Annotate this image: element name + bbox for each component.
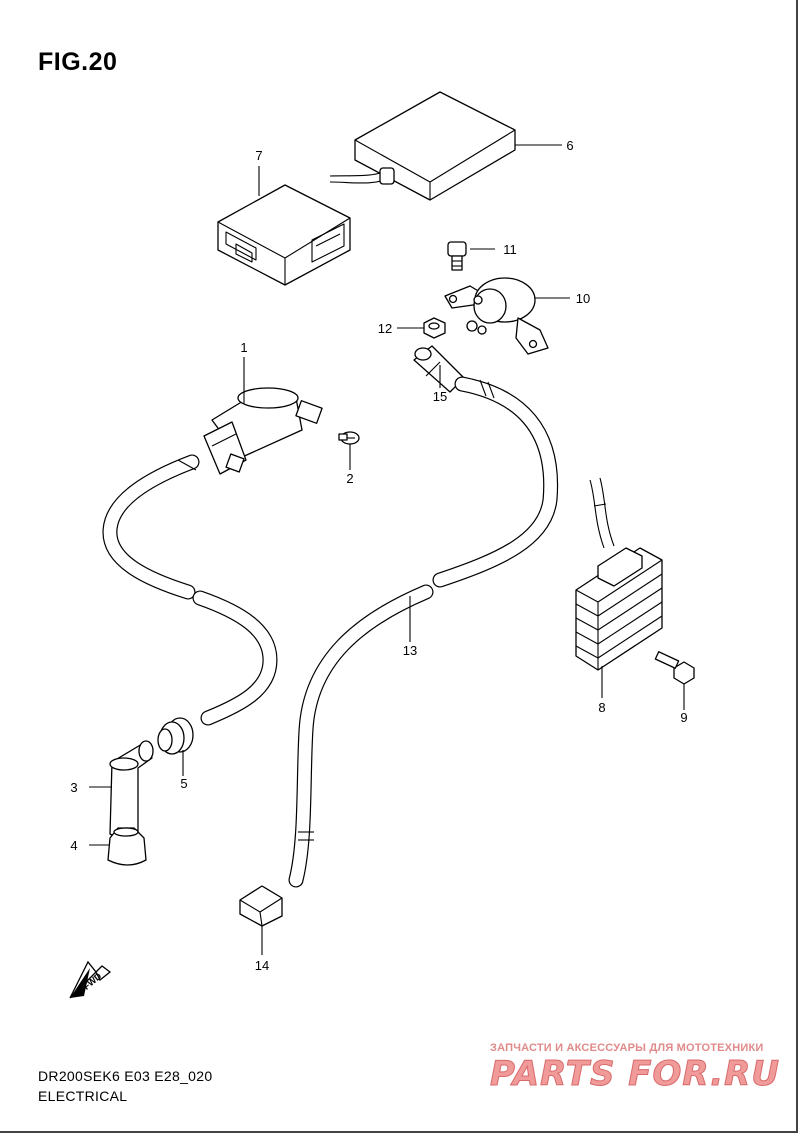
callout-12: 12 (378, 321, 392, 336)
callout-7: 7 (255, 148, 262, 163)
watermark-tagline: ЗАПЧАСТИ И АКСЕССУАРЫ ДЛЯ МОТОТЕХНИКИ (490, 1042, 764, 1054)
callout-13: 13 (403, 643, 417, 658)
callout-4: 4 (70, 838, 77, 853)
part-1-ignition-coil[interactable] (203, 387, 323, 475)
part-6-ecu[interactable] (329, 91, 516, 201)
part-2-screw[interactable] (338, 431, 360, 445)
part-3-spark-plug-cap[interactable] (109, 740, 154, 839)
callout-9: 9 (680, 710, 687, 725)
callout-3: 3 (70, 780, 77, 795)
part-10-starter-relay[interactable] (444, 277, 549, 355)
callout-11: 11 (503, 242, 517, 257)
callout-6: 6 (566, 138, 573, 153)
high-tension-lead[interactable] (102, 454, 278, 726)
leader-lines (89, 144, 685, 955)
callout-2: 2 (346, 471, 353, 486)
callout-labels: 1 2 3 4 5 6 7 8 9 10 11 12 13 14 15 (70, 138, 687, 973)
callout-10: 10 (576, 291, 590, 306)
callout-15: 15 (433, 389, 447, 404)
callout-1: 1 (240, 340, 247, 355)
figure-title: FIG.20 (38, 48, 118, 76)
part-13-wiring-harness[interactable] (288, 376, 559, 888)
watermark-logo: PARTS FOR.RU (490, 1054, 780, 1095)
part-4-cap-boot[interactable] (107, 827, 147, 866)
part-14-terminal-cover[interactable] (239, 885, 283, 927)
forward-arrow-icon: FWD (69, 960, 112, 999)
part-12-nut[interactable] (423, 317, 446, 339)
callout-5: 5 (180, 776, 187, 791)
part-15-terminal-cap[interactable] (413, 345, 465, 393)
part-8-regulator-rectifier[interactable] (575, 477, 663, 671)
part-7-cdi-unit[interactable] (217, 184, 351, 286)
part-11-bolt[interactable] (447, 241, 467, 271)
part-9-bolt[interactable] (654, 651, 695, 685)
diagram-code: DR200SEK6 E03 E28_020 (38, 1068, 213, 1084)
callout-8: 8 (598, 700, 605, 715)
callout-14: 14 (255, 958, 269, 973)
part-5-cap-seal[interactable] (157, 717, 194, 755)
section-title: ELECTRICAL (38, 1088, 128, 1104)
